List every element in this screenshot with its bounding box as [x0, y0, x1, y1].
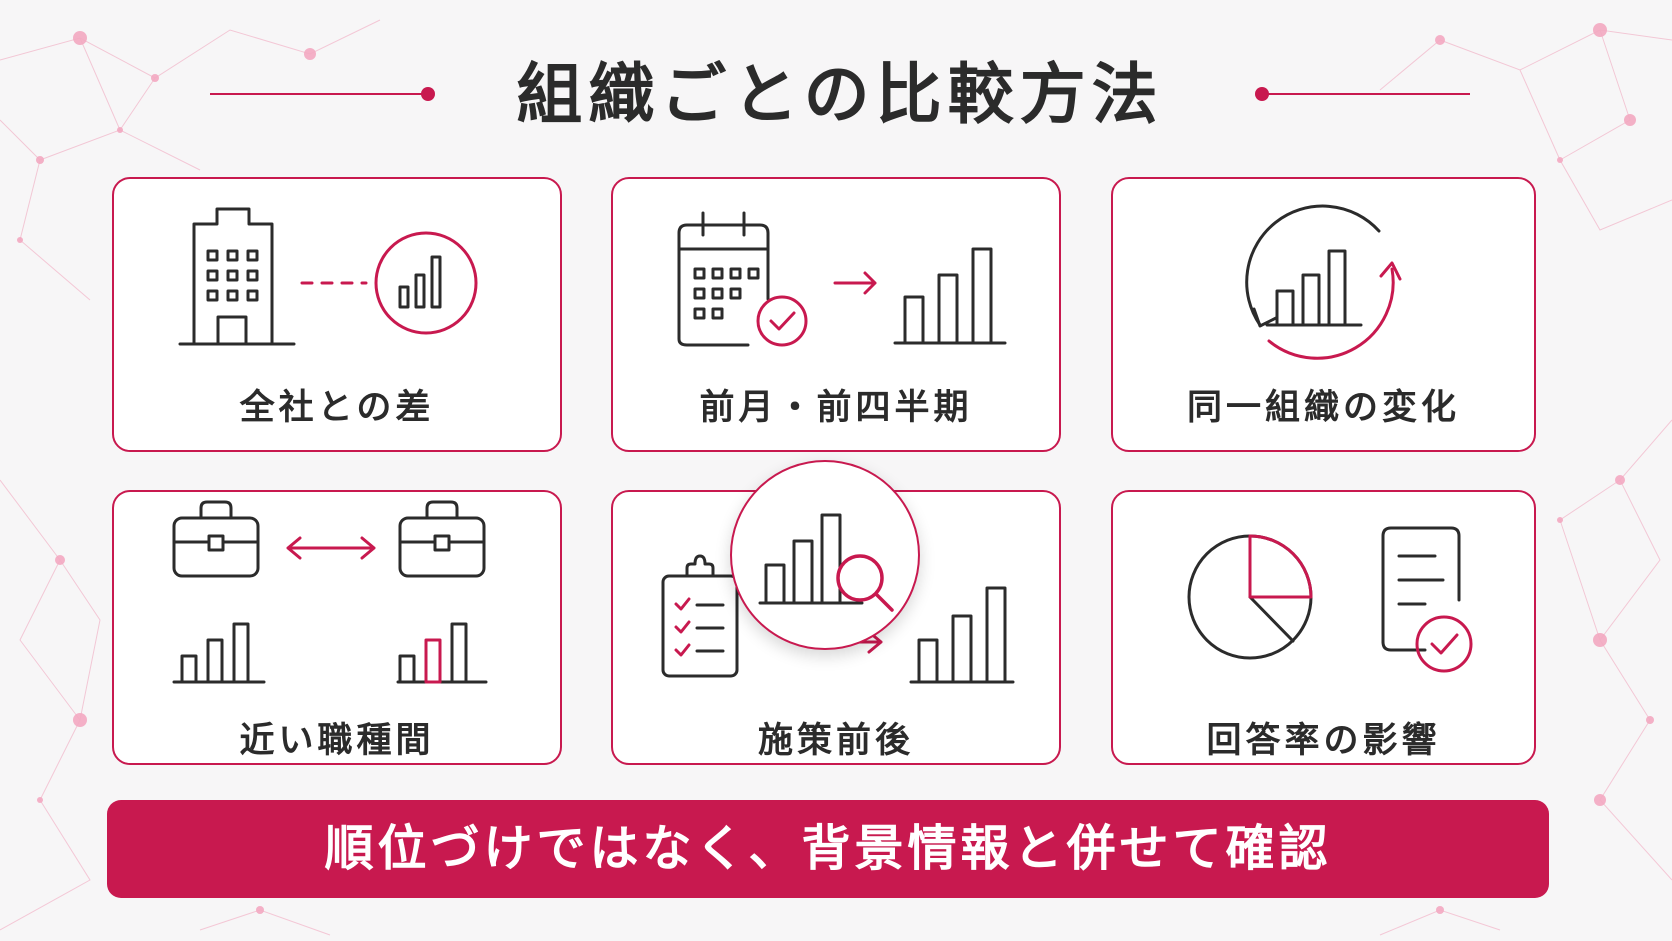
card-same-org-change: 同一組織の変化: [1111, 177, 1536, 452]
title-left-dot: [421, 87, 435, 101]
title-right-line: [1268, 93, 1470, 95]
chart-magnifier-icon: [758, 513, 894, 612]
summary-banner: 順位づけではなく、背景情報と併せて確認: [107, 800, 1549, 898]
page-title: 組織ごとの比較方法: [516, 56, 1164, 133]
card-label: 同一組織の変化: [1186, 388, 1460, 428]
card-label: 前月・前四半期: [699, 388, 973, 428]
title-area: 組織ごとの比較方法: [0, 50, 1672, 140]
card-label: 施策前後: [757, 721, 914, 761]
card-company-difference: 全社との差: [112, 177, 562, 452]
building-vs-chart-icon: [178, 207, 478, 346]
center-badge: [730, 460, 920, 650]
card-label: 回答率の影響: [1206, 721, 1441, 761]
checklist-to-chart-icon: [661, 554, 1015, 684]
title-left-line: [210, 93, 425, 95]
card-similar-job-types: 近い職種間: [112, 490, 562, 765]
title-right-dot: [1255, 87, 1269, 101]
card-response-rate-impact: 回答率の影響: [1111, 490, 1536, 765]
card-label: 近い職種間: [239, 721, 435, 761]
card-previous-period: 前月・前四半期: [611, 177, 1061, 452]
calendar-to-chart-icon: [677, 211, 1007, 347]
cycle-chart-icon: [1245, 204, 1402, 360]
briefcase-compare-icon: [172, 500, 488, 684]
card-label: 全社との差: [239, 388, 435, 428]
pie-document-icon: [1187, 526, 1473, 673]
